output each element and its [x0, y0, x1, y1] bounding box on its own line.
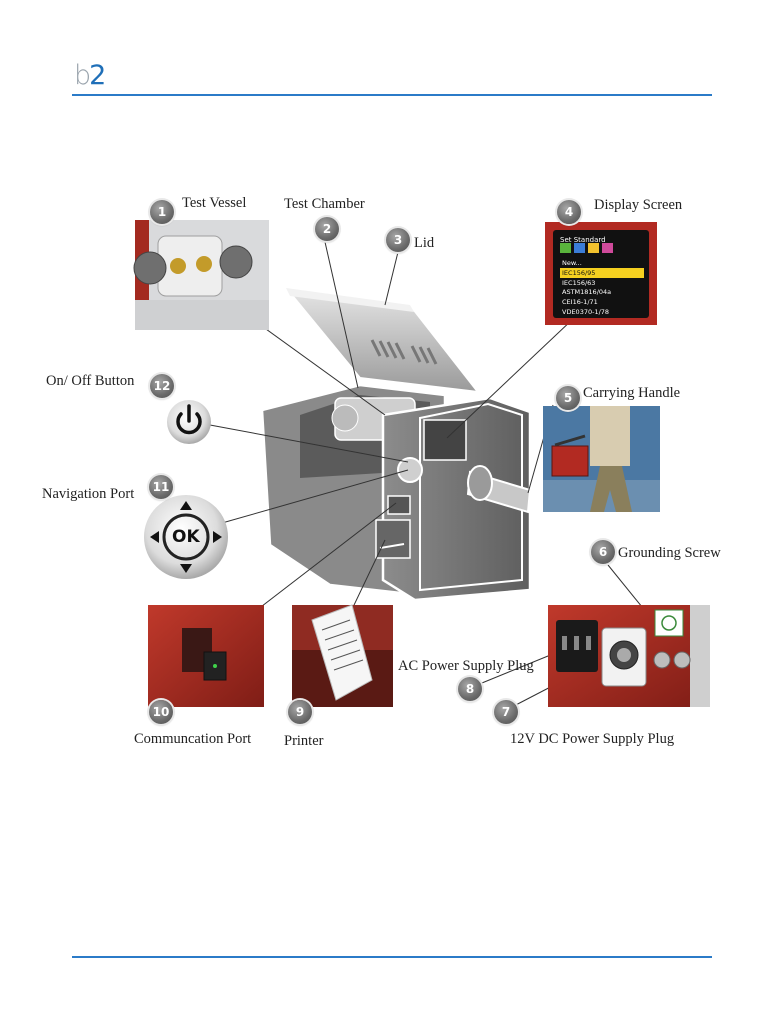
- navigation-pad-image: [144, 495, 228, 579]
- callout-badge-9: 9: [288, 700, 312, 724]
- label-test-chamber: Test Chamber: [284, 196, 365, 212]
- label-printer: Printer: [284, 733, 324, 749]
- communication-port-photo: [148, 605, 264, 707]
- callout-badge-4: 4: [557, 200, 581, 224]
- printer-photo: [292, 604, 393, 707]
- display-screen-photo: [545, 222, 657, 325]
- callout-badge-12: 12: [150, 374, 174, 398]
- footer-rule: [72, 956, 712, 958]
- label-lid: Lid: [414, 235, 435, 251]
- callout-badge-11: 11: [149, 475, 173, 499]
- header-rule: [72, 94, 712, 96]
- callout-badge-6: 6: [591, 540, 615, 564]
- label-test-vessel: Test Vessel: [182, 195, 247, 211]
- device-lid: [283, 286, 481, 394]
- callout-badge-1: 1: [150, 200, 174, 224]
- carrying-handle-photo: [543, 406, 660, 512]
- display-screen-list: New... IEC156/95 IEC156/63 ASTM1816/04a …: [562, 259, 646, 318]
- label-navigation-port: Navigation Port: [42, 486, 135, 502]
- nav-pad-ok-label: OK: [172, 527, 200, 547]
- display-screen-item: VDE0370-1/78: [562, 307, 610, 316]
- label-carrying-handle: Carrying Handle: [583, 385, 681, 401]
- callout-badge-5: 5: [556, 386, 580, 410]
- display-screen-item: ASTM1816/04a: [562, 288, 612, 297]
- label-12v-dc-power-supply-plug: 12V DC Power Supply Plug: [510, 731, 675, 747]
- label-display-screen: Display Screen: [594, 197, 683, 213]
- callout-badge-2: 2: [315, 217, 339, 241]
- callout-badge-7: 7: [494, 700, 518, 724]
- label-grounding-screw: Grounding Screw: [618, 545, 721, 561]
- label-communication-port: Communcation Port: [134, 731, 252, 747]
- callout-badge-10: 10: [149, 700, 173, 724]
- callout-badge-8: 8: [458, 677, 482, 701]
- label-ac-power-supply-plug: AC Power Supply Plug: [398, 658, 534, 674]
- label-on-off-button: On/ Off Button: [46, 373, 135, 389]
- display-screen-item: IEC156/63: [562, 278, 596, 287]
- power-button-image: [167, 400, 211, 444]
- display-screen-title: Set Standard: [560, 236, 606, 244]
- company-logo: b2: [74, 60, 106, 91]
- display-screen-item: IEC156/95: [562, 268, 596, 277]
- display-screen-item: CEI16-1/71: [562, 298, 598, 307]
- test-vessel-photo: [133, 220, 269, 330]
- device-body: [260, 383, 532, 602]
- callout-badge-3: 3: [386, 228, 410, 252]
- power-panel-photo: [548, 605, 710, 707]
- display-screen-item: New...: [562, 259, 582, 267]
